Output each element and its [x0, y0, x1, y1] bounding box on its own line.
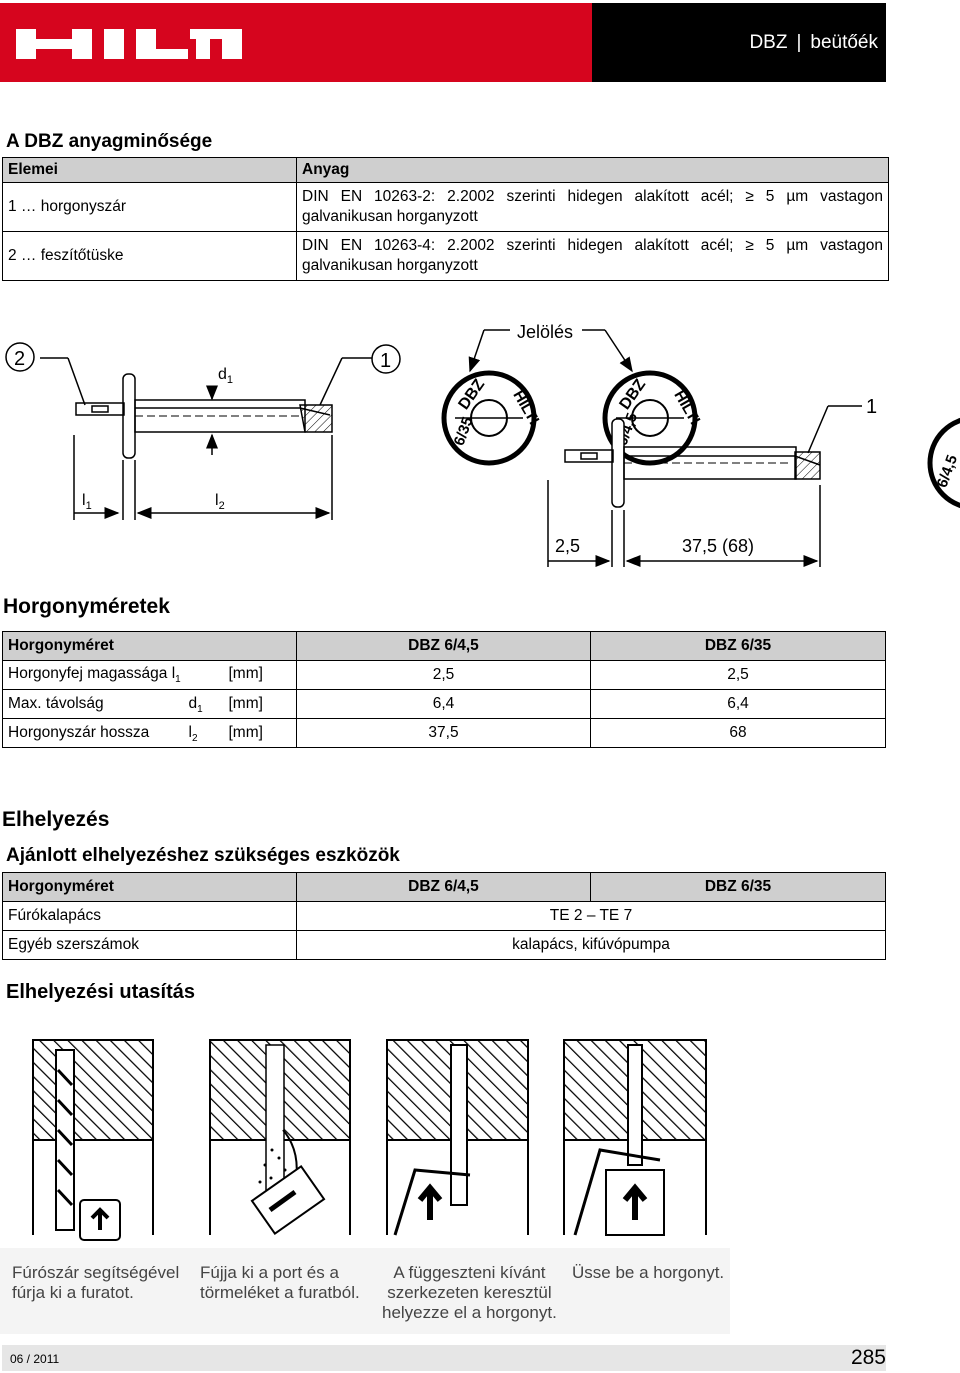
material-heading: A DBZ anyagminősége	[6, 131, 213, 152]
header-cell: DBZ 6/35	[590, 872, 886, 902]
material-cell: DIN EN 10263-4: 2.2002 szerinti hidegen …	[296, 231, 889, 281]
material-cell: DIN EN 10263-2: 2.2002 szerinti hidegen …	[296, 182, 889, 232]
step-1-drill-icon	[32, 1039, 154, 1241]
header-cell: DBZ 6/4,5	[296, 872, 591, 902]
step-3-insert-icon	[386, 1039, 529, 1236]
value-cell: 6,4	[590, 689, 886, 719]
value-cell: 2,5	[590, 660, 886, 690]
head-marking-a: DBZ HILTI 6/35	[441, 370, 542, 466]
material-table: Elemei Anyag 1 … horgonyszár DIN EN 1026…	[2, 157, 889, 281]
callout-1b: 1	[866, 396, 877, 418]
element-cell: 1 … horgonyszár	[2, 182, 297, 232]
table-row: 1 … horgonyszár DIN EN 10263-2: 2.2002 s…	[2, 182, 889, 232]
table-row: Fúrókalapács TE 2 – TE 7	[2, 901, 886, 931]
header-cell: Horgonyméret	[2, 631, 297, 661]
label-l1: l1	[82, 492, 92, 512]
instructions-heading: Elhelyezési utasítás	[6, 981, 195, 1003]
col-material: Anyag	[296, 157, 889, 183]
anchor-side-view	[5, 342, 401, 520]
setting-heading: Elhelyezés	[2, 808, 110, 831]
setting-pictograms	[32, 1039, 707, 1241]
header-title: DBZ | beütőék	[592, 3, 878, 82]
dimensions-table: Horgonyméret DBZ 6/4,5 DBZ 6/35 Horgonyf…	[2, 631, 886, 748]
callout-2: 2	[14, 348, 25, 370]
header-brand-bar	[0, 3, 592, 82]
head-marking-partial: 6/4,5	[927, 417, 960, 509]
value-cell: 37,5	[296, 718, 591, 748]
row-label: Horgonyfej magassága l1[mm]	[2, 660, 297, 690]
table-header-row: Elemei Anyag	[2, 157, 889, 183]
value-cell: 6,4	[296, 689, 591, 719]
value-cell: kalapács, kifúvópumpa	[296, 930, 886, 960]
caption-strip	[0, 1248, 730, 1334]
value-cell: 2,5	[296, 660, 591, 690]
header-cell: DBZ 6/35	[590, 631, 886, 661]
label-l2: l2	[215, 492, 225, 512]
tools-heading: Ajánlott elhelyezéshez szükséges eszközö…	[6, 845, 400, 866]
page-number: 285	[850, 1346, 886, 1369]
footer-date: 06 / 2011	[10, 1352, 60, 1366]
row-label: Fúrókalapács	[2, 901, 297, 931]
product-category: beütőék	[810, 31, 878, 53]
marking-label: Jelölés	[517, 322, 573, 342]
title-separator: |	[796, 31, 802, 53]
row-label: Egyéb szerszámok	[2, 930, 297, 960]
header-cell: Horgonyméret	[2, 872, 297, 902]
table-row: Egyéb szerszámok kalapács, kifúvópumpa	[2, 930, 886, 960]
header-cell: DBZ 6/4,5	[296, 631, 591, 661]
col-element: Elemei	[2, 157, 297, 183]
step-4-caption: Üsse be a horgonyt.	[572, 1263, 725, 1282]
table-row: Horgonyfej magassága l1[mm] 2,5 2,5	[2, 660, 886, 690]
marking-arrows	[468, 329, 633, 373]
value-cell: TE 2 – TE 7	[296, 901, 886, 931]
product-name: DBZ	[749, 31, 788, 53]
anchor-drawing: 2 1 d1 l1 l2 Jelölés DBZ HILTI 6/35 DBZ …	[5, 322, 960, 567]
table-header-row: Horgonyméret DBZ 6/4,5 DBZ 6/35	[2, 872, 886, 902]
callout-1a: 1	[380, 350, 391, 372]
dimensions-heading: Horgonyméretek	[3, 595, 170, 618]
tools-table: Horgonyméret DBZ 6/4,5 DBZ 6/35 Fúrókala…	[2, 872, 886, 960]
dim-length-label: 37,5 (68)	[682, 536, 754, 556]
step-2-blow-icon	[209, 1039, 351, 1235]
table-header-row: Horgonyméret DBZ 6/4,5 DBZ 6/35	[2, 631, 886, 661]
value-cell: 68	[590, 718, 886, 748]
table-row: 2 … feszítőtüske DIN EN 10263-4: 2.2002 …	[2, 231, 889, 281]
step-4-hammer-icon	[563, 1039, 707, 1236]
anchor-side-view-2	[547, 405, 862, 567]
hilti-logo	[16, 29, 242, 59]
label-d1: d1	[218, 366, 233, 386]
header-title-bar	[592, 3, 886, 82]
dim-head-label: 2,5	[555, 536, 580, 556]
footer-bar	[2, 1345, 886, 1371]
element-cell: 2 … feszítőtüske	[2, 231, 297, 281]
